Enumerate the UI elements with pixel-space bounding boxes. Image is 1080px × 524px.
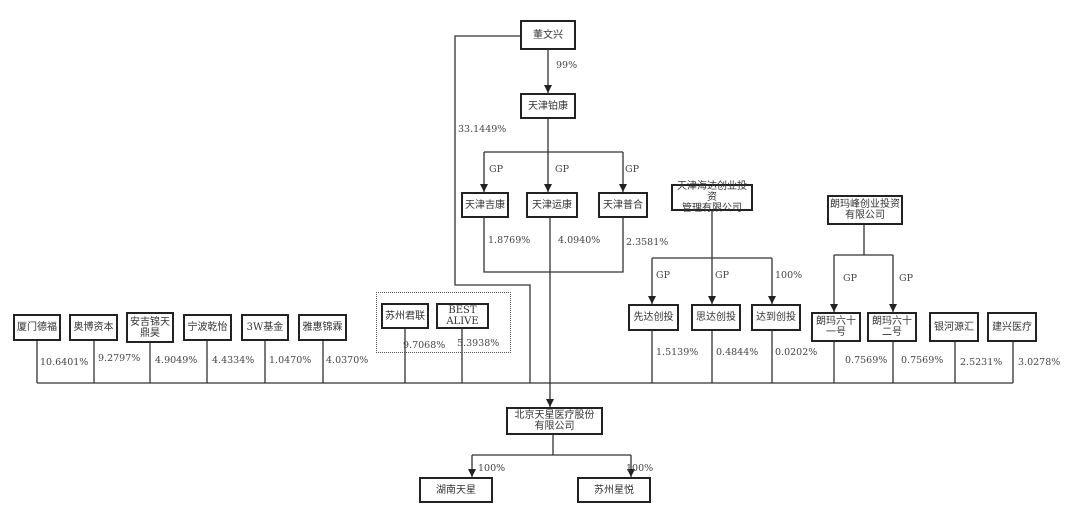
entity-box-haida: 天津海达创业投资 管理有限公司 [671, 181, 753, 214]
share-label-puhe-pct: 2.3581% [626, 237, 669, 248]
arrowhead-icon [619, 184, 627, 192]
jikang-puhe-join [483, 218, 624, 273]
share-label-anji-pct: 4.9049% [155, 355, 198, 366]
share-label-aobo-pct: 9.2797% [98, 353, 141, 364]
entity-box-puhe: 天津普合 [598, 192, 648, 218]
share-label-yinhe-pct: 2.5231% [960, 357, 1003, 368]
arrowhead-icon [627, 469, 635, 477]
dotted-group-frame [376, 292, 511, 353]
arrowhead-icon [708, 296, 716, 304]
entity-box-suzhoujunlian: 苏州君联 [381, 303, 429, 329]
entity-box-dadao: 达到创投 [751, 304, 801, 331]
share-label-jikang-pct: 1.8769% [488, 235, 531, 246]
dong-direct-line [454, 35, 531, 383]
share-label-w3-pct: 1.0470% [269, 355, 312, 366]
share-label-hunan-pct: 100% [478, 463, 506, 474]
entity-box-bestalive: BEST ALIVE [436, 303, 489, 329]
share-label-dong-bokang: 99% [556, 60, 578, 71]
share-label-dong-direct: 33.1449% [458, 124, 507, 135]
share-label-langma61-pct: 0.7569% [845, 355, 888, 366]
share-label-gp-sida: GP [715, 270, 729, 281]
share-label-jianxing-pct: 3.0278% [1018, 357, 1061, 368]
arrowhead-icon [546, 399, 554, 407]
entity-box-jikang: 天津吉康 [461, 192, 509, 218]
share-label-dadao-100: 100% [775, 270, 803, 281]
share-label-gp-xianda: GP [656, 270, 670, 281]
arrowhead-icon [544, 184, 552, 192]
entity-box-w3: 3W基金 [241, 314, 289, 341]
share-label-gp-jikang: GP [489, 164, 503, 175]
arrowhead-icon [468, 469, 476, 477]
arrowhead-icon [480, 184, 488, 192]
arrowhead-icon [648, 296, 656, 304]
entity-box-xiamen: 厦门德福 [13, 314, 61, 341]
entity-box-suzhouxingyue: 苏州星悦 [577, 477, 651, 503]
entity-box-yahui: 雅惠锦霖 [298, 314, 347, 341]
share-label-gp-langma62: GP [899, 273, 913, 284]
entity-box-dong: 董文兴 [520, 20, 576, 50]
entity-box-yunkang: 天津运康 [526, 192, 578, 218]
share-label-dadao-pct: 0.0202% [775, 347, 818, 358]
entity-box-langmafeng: 朗玛峰创业投资 有限公司 [827, 195, 903, 225]
share-label-yunkang-pct: 4.0940% [558, 235, 601, 246]
entity-box-xianda: 先达创投 [628, 304, 679, 331]
arrowhead-icon [768, 296, 776, 304]
entity-box-beijing: 北京天星医疗股份 有限公司 [506, 407, 603, 435]
arrowhead-icon [830, 304, 838, 312]
share-label-xiamen-pct: 10.6401% [40, 357, 89, 368]
arrowhead-icon [544, 85, 552, 93]
share-label-xianda-pct: 1.5139% [656, 347, 699, 358]
entity-box-sida: 思达创投 [691, 304, 741, 331]
share-label-ningbo-pct: 4.4334% [212, 355, 255, 366]
entity-box-langma62: 朗玛六十 二号 [867, 312, 917, 342]
share-label-gp-yunkang: GP [555, 164, 569, 175]
entity-box-anji: 安吉锦天 鼎昊 [126, 312, 174, 343]
share-label-gp-puhe: GP [625, 164, 639, 175]
entity-box-aobo: 奥博资本 [69, 314, 118, 341]
share-label-langma62-pct: 0.7569% [901, 355, 944, 366]
entity-box-hunan: 湖南天星 [419, 477, 493, 503]
share-label-yahui-pct: 4.0370% [326, 355, 369, 366]
arrowhead-icon [889, 304, 897, 312]
entity-box-langma61: 朗玛六十 一号 [811, 312, 861, 342]
entity-box-yinhe: 银河源汇 [929, 312, 979, 342]
share-label-sida-pct: 0.4844% [716, 347, 759, 358]
entity-box-bokang: 天津铂康 [520, 93, 576, 119]
share-label-suzhoujunlian-pct: 9.7068% [403, 340, 446, 351]
entity-box-jianxing: 建兴医疗 [987, 312, 1037, 342]
entity-box-ningbo: 宁波乾怡 [183, 314, 232, 341]
share-label-suzhouxingyue-pct: 100% [626, 463, 654, 474]
share-label-gp-langma61: GP [843, 273, 857, 284]
share-label-bestalive-pct: 5.3938% [457, 338, 500, 349]
